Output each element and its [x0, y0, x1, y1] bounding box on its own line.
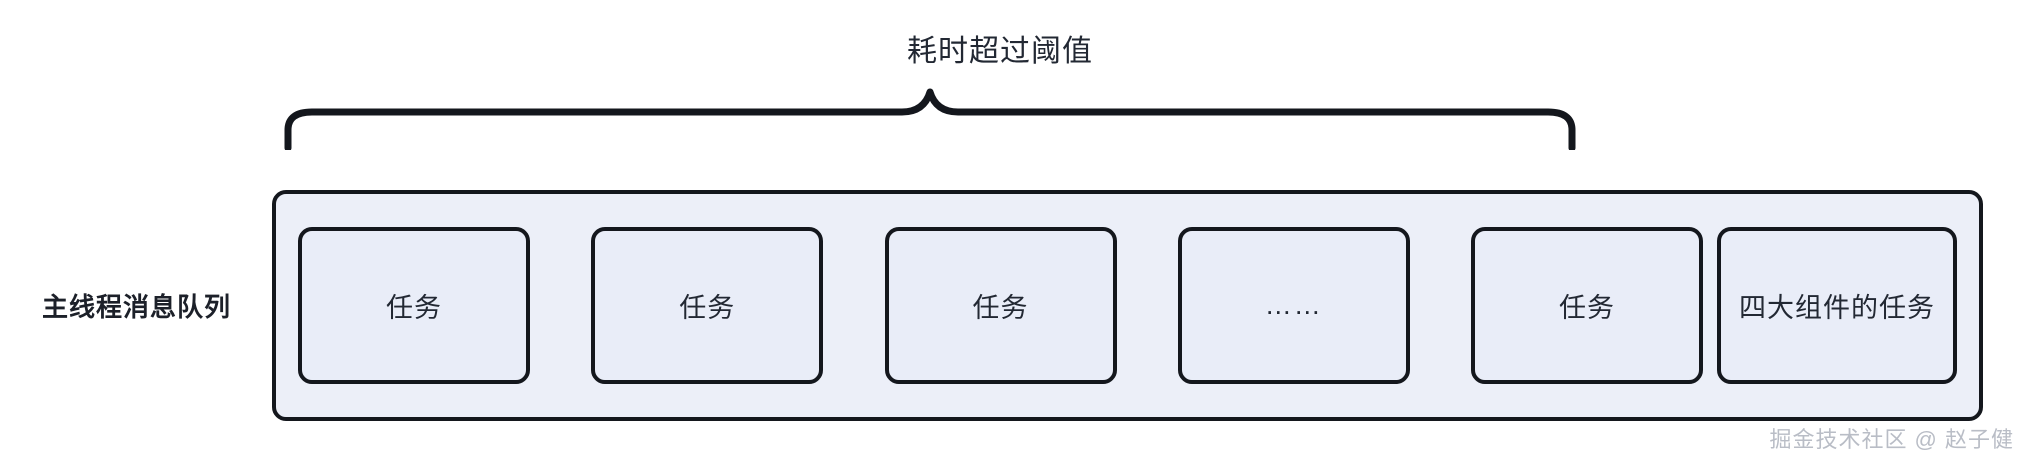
message-queue-container: 任务 任务 任务 …… 任务 四大组件的任务: [272, 190, 1983, 421]
task-box-label: 任务: [679, 293, 736, 323]
task-box: 任务: [591, 227, 824, 384]
task-box: 任务: [298, 227, 530, 384]
task-box: 任务: [1471, 227, 1703, 384]
brace-label: 耗时超过阈值: [907, 35, 1093, 68]
task-box: 任务: [884, 227, 1117, 384]
watermark: 掘金技术社区 @ 赵子健: [1769, 427, 2014, 452]
queue-row-label: 主线程消息队列: [42, 292, 232, 322]
task-box-label: 任务: [1559, 293, 1615, 323]
task-box-ellipsis: ……: [1177, 227, 1410, 384]
task-box-label: 任务: [972, 293, 1029, 323]
task-box-label: 四大组件的任务: [1739, 293, 1935, 323]
task-box-component: 四大组件的任务: [1717, 227, 1957, 384]
task-box-label: 任务: [386, 293, 442, 323]
curly-brace-icon: [284, 88, 1576, 150]
ellipsis-label: ……: [1264, 290, 1323, 320]
